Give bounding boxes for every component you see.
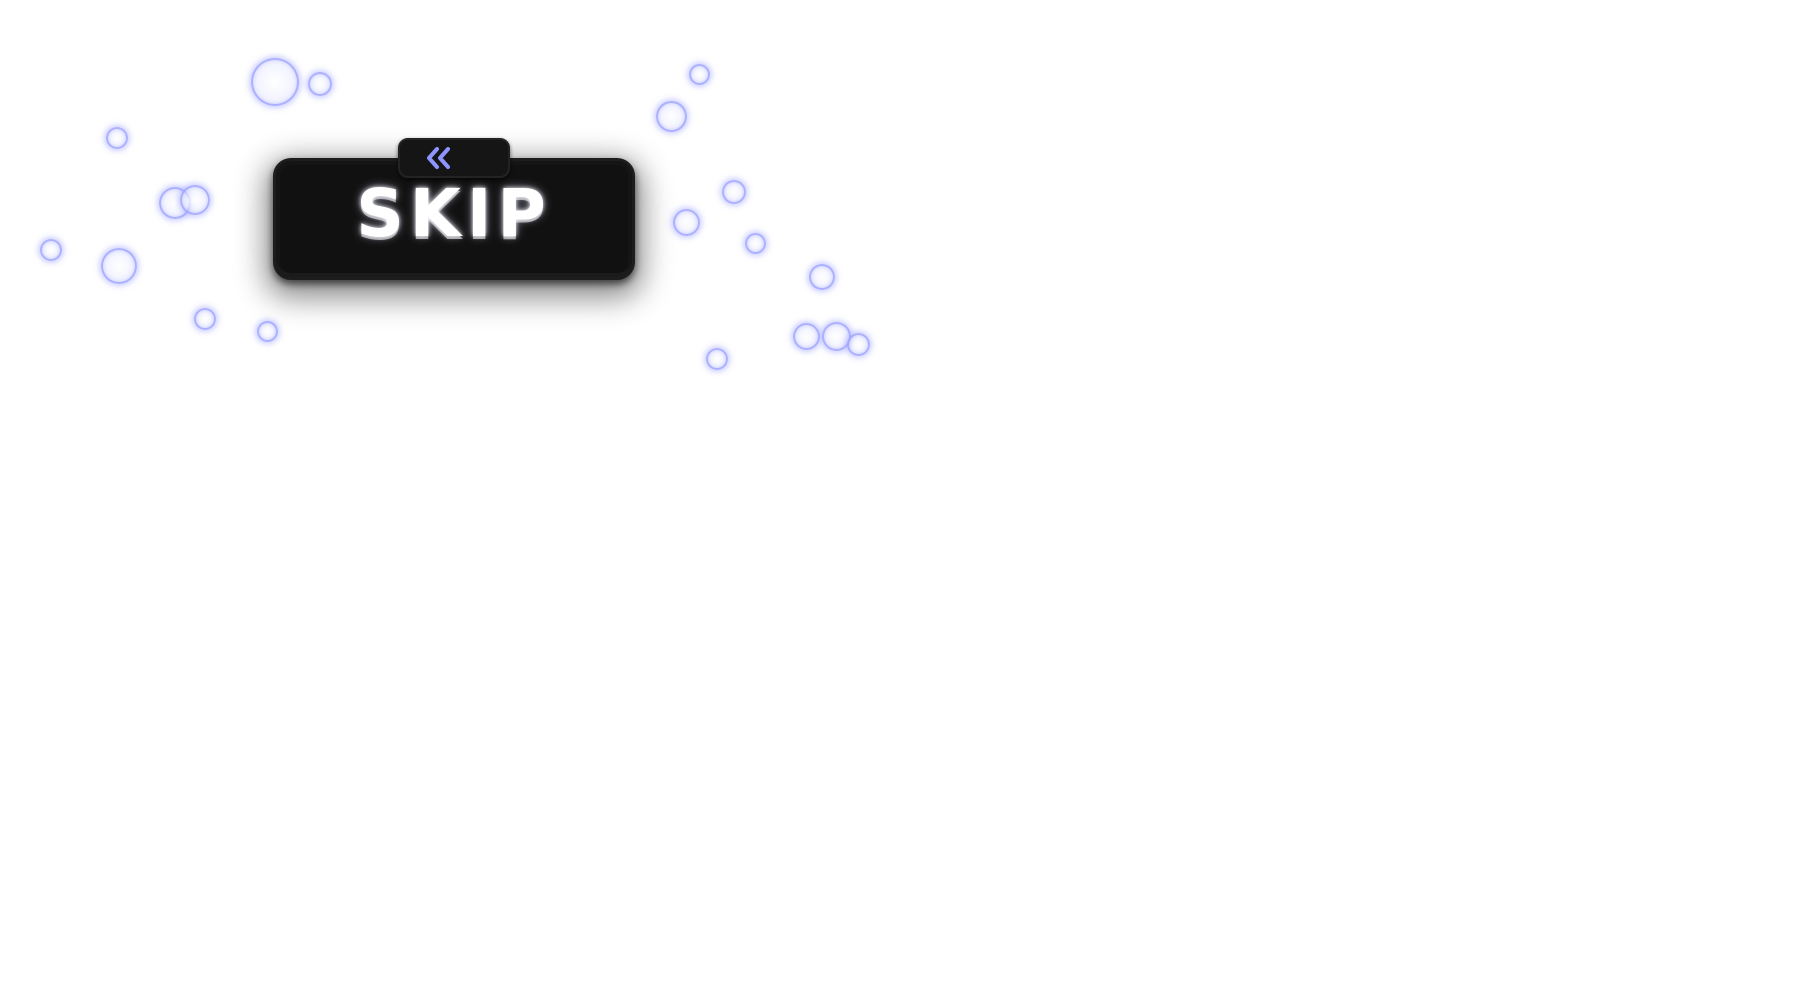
bubble-particle <box>689 64 710 85</box>
bubble-particle <box>673 209 700 236</box>
bubble-particle <box>106 127 128 149</box>
bubble-particle <box>180 185 210 215</box>
skip-button-label: SKIP <box>356 175 552 252</box>
bubble-particle <box>793 323 820 350</box>
skip-icon-tab[interactable] <box>398 138 510 178</box>
bubble-particle <box>706 348 728 370</box>
bubble-particle <box>257 321 278 342</box>
skip-button[interactable]: SKIP <box>273 158 635 280</box>
bubble-particle <box>251 58 299 106</box>
double-chevron-left-icon <box>427 147 450 169</box>
bubble-particle <box>101 248 137 284</box>
bubble-particle <box>745 233 766 254</box>
bubble-particle <box>809 264 835 290</box>
bubble-particle <box>194 308 216 330</box>
bubble-particle <box>822 322 851 351</box>
bubble-particle <box>722 180 746 204</box>
bubble-particle <box>847 333 870 356</box>
bubble-particle <box>308 72 332 96</box>
bubble-particle <box>40 239 62 261</box>
bubble-particle <box>656 101 687 132</box>
